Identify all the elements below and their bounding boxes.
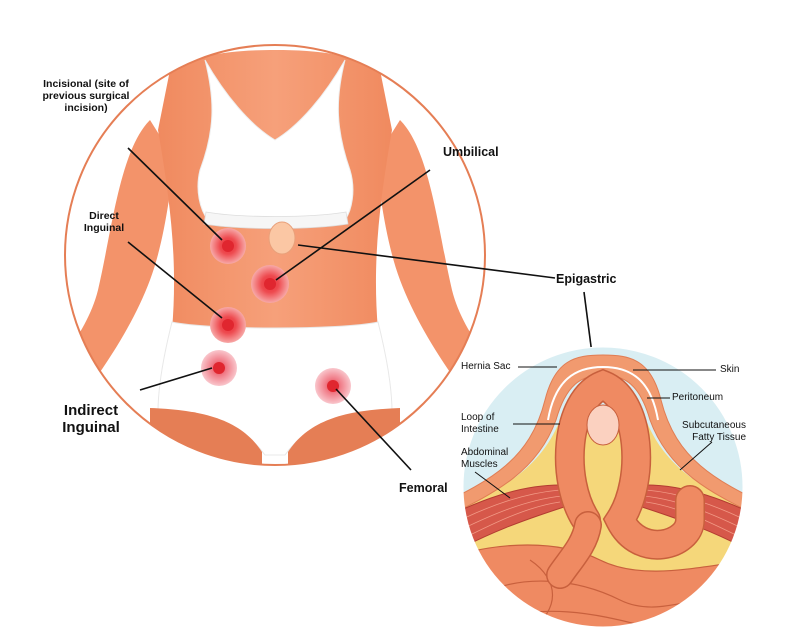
- label-abdominal-muscles: Abdominal Muscles: [461, 447, 509, 470]
- label-umbilical: Umbilical: [443, 145, 499, 159]
- label-subcutaneous-fatty-tissue: Subcutaneous Fatty Tissue: [682, 420, 746, 443]
- label-peritoneum: Peritoneum: [672, 392, 724, 403]
- label-incisional: Incisional (site of previous surgical in…: [42, 78, 130, 115]
- leader-direct-inguinal: [127, 241, 223, 319]
- label-indirect-inguinal: Indirect Inguinal: [62, 402, 120, 437]
- label-femoral: Femoral: [399, 481, 448, 495]
- label-loop-of-intestine: Loop of Intestine: [461, 412, 499, 435]
- top-band: [203, 211, 349, 229]
- leader-femoral: [335, 388, 412, 471]
- label-direct-inguinal: Direct Inguinal: [83, 210, 125, 235]
- navel: [268, 221, 296, 255]
- label-hernia-sac: Hernia Sac: [461, 361, 511, 372]
- leader-indirect-inguinal: [139, 367, 213, 391]
- left-arm: [65, 120, 175, 400]
- leader-abdominal-muscles: [474, 471, 511, 499]
- peritoneum-line: [547, 365, 659, 421]
- body-leader-lines: [127, 147, 593, 471]
- leader-incisional: [127, 147, 223, 241]
- hernia-cross-section: [462, 346, 744, 628]
- leader-subcutaneous-fat: [679, 441, 713, 471]
- site-indirect-inguinal: [201, 350, 237, 386]
- site-umbilical: [251, 265, 289, 303]
- label-epigastric: Epigastric: [556, 272, 617, 286]
- top-garment: [197, 59, 354, 221]
- leader-epigastric-inset: [583, 291, 593, 355]
- skin-layer: [463, 354, 743, 521]
- leader-umbilical: [275, 169, 431, 281]
- inset-leader-lines: [474, 366, 716, 499]
- leader-epigastric-body: [297, 244, 556, 279]
- right-arm: [375, 120, 485, 400]
- label-skin: Skin: [720, 364, 740, 375]
